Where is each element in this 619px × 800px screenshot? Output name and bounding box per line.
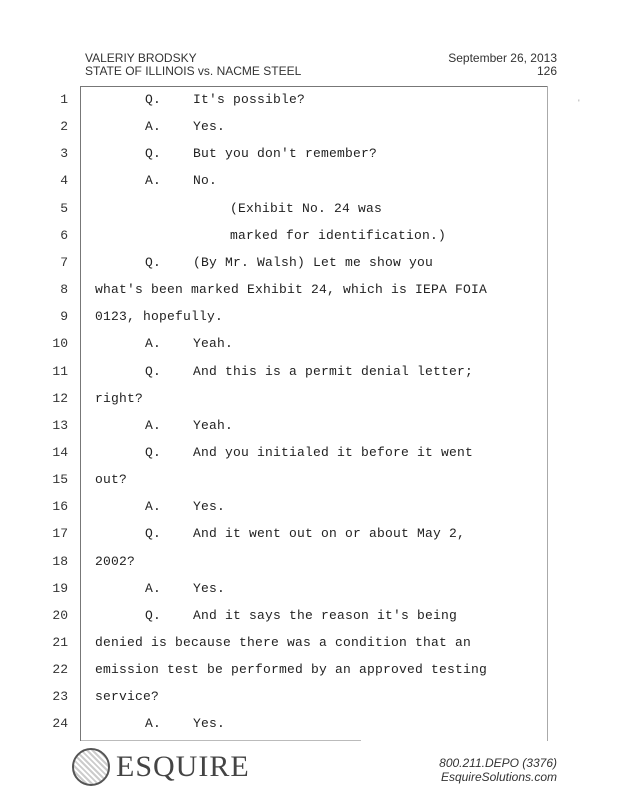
transcript-line: A. Yes. (145, 119, 226, 135)
transcript-line: emission test be performed by an approve… (95, 662, 488, 678)
transcript-line: A. No. (145, 173, 218, 189)
margin-mark: ' (578, 98, 580, 108)
witness-name: VALERIY BRODSKY (85, 51, 197, 65)
line-number: 6 (60, 227, 68, 243)
transcript-line: service? (95, 689, 160, 705)
line-number: 14 (52, 444, 68, 460)
transcript-line: (Exhibit No. 24 was (230, 200, 383, 216)
brand-name: ESQUIRE (116, 750, 250, 783)
line-number: 1 (60, 92, 68, 107)
line-number: 18 (52, 553, 68, 569)
line-number: 4 (60, 173, 68, 189)
transcript-line: Q. And this is a permit denial letter; (145, 363, 474, 379)
line-number: 13 (52, 417, 68, 433)
transcript-line: A. Yes. (145, 580, 226, 596)
line-number: 21 (52, 635, 68, 650)
line-number: 15 (52, 472, 68, 488)
transcript-line: out? (95, 472, 128, 488)
globe-seal-icon (72, 748, 110, 786)
header-left: VALERIY BRODSKY STATE OF ILLINOIS vs. NA… (85, 52, 301, 78)
esquire-logo: ESQUIRE (72, 748, 250, 786)
page-number: 126 (536, 64, 557, 78)
line-number: 20 (52, 607, 68, 623)
transcript-line: A. Yes. (145, 716, 226, 732)
transcript-line: right? (95, 390, 144, 406)
transcript-line: denied is because there was a condition … (95, 635, 472, 650)
line-number: 16 (52, 499, 68, 515)
footer-phone: 800.211.DEPO (3376) (439, 756, 557, 770)
footer-contact: 800.211.DEPO (3376) EsquireSolutions.com (439, 756, 557, 784)
line-number: 2 (60, 119, 68, 135)
deposition-date: September 26, 2013 (448, 51, 557, 65)
line-number: 10 (52, 336, 68, 352)
transcript-line: 2002? (95, 553, 136, 569)
line-number: 7 (60, 254, 68, 270)
line-number: 8 (60, 282, 68, 298)
transcript-line: Q. It's possible? (145, 92, 306, 107)
transcript-line: Q. And it went out on or about May 2, (145, 526, 466, 542)
line-number: 24 (52, 716, 68, 732)
transcript-frame (80, 86, 548, 741)
transcript-line: A. Yeah. (145, 417, 234, 433)
transcript-line: what's been marked Exhibit 24, which is … (95, 282, 488, 298)
line-number: 3 (60, 146, 68, 162)
line-number: 17 (52, 526, 68, 542)
transcript-line: marked for identification.) (230, 227, 447, 243)
line-number: 12 (52, 390, 68, 406)
transcript-line: Q. And it says the reason it's being (145, 607, 458, 623)
line-number: 22 (52, 662, 68, 678)
line-number: 5 (60, 200, 68, 216)
transcript-line: 0123, hopefully. (95, 309, 224, 325)
transcript-line: Q. (By Mr. Walsh) Let me show you (145, 254, 434, 270)
line-number: 9 (60, 309, 68, 325)
line-number: 19 (52, 580, 68, 596)
case-title: STATE OF ILLINOIS vs. NACME STEEL (85, 64, 302, 78)
transcript-line: Q. But you don't remember? (145, 146, 378, 162)
header-right: September 26, 2013 126 (448, 52, 557, 78)
line-number: 23 (52, 689, 68, 705)
transcript-line: A. Yes. (145, 499, 226, 515)
footer-site: EsquireSolutions.com (440, 770, 557, 784)
line-number: 11 (52, 363, 68, 379)
transcript-line: Q. And you initialed it before it went (145, 444, 474, 460)
transcript-line: A. Yeah. (145, 336, 234, 352)
